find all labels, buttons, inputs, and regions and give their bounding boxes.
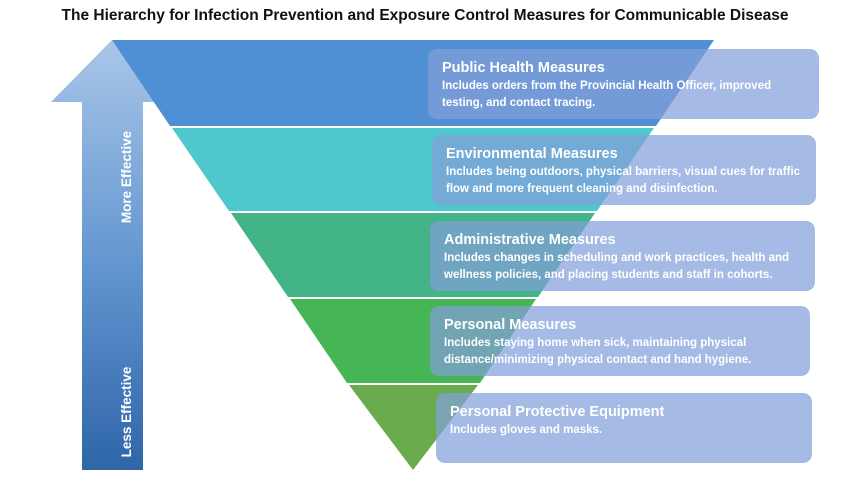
less-effective-label: Less Effective <box>119 366 134 458</box>
level-box-public-health: Public Health Measures Includes orders f… <box>428 49 819 119</box>
level-description: Includes staying home when sick, maintai… <box>444 337 752 366</box>
level-description: Includes changes in scheduling and work … <box>444 252 790 281</box>
level-title: Environmental Measures <box>446 146 618 162</box>
level-box-administrative: Administrative Measures Includes changes… <box>430 221 815 291</box>
level-box-personal: Personal Measures Includes staying home … <box>430 306 810 376</box>
level-description: Includes orders from the Provincial Heal… <box>442 80 772 109</box>
level-title: Personal Measures <box>444 317 577 333</box>
level-title: Administrative Measures <box>444 232 616 248</box>
level-description: Includes being outdoors, physical barrie… <box>446 166 801 195</box>
level-box-environmental: Environmental Measures Includes being ou… <box>432 135 816 205</box>
level-description: Includes gloves and masks. <box>450 424 603 436</box>
more-effective-label: More Effective <box>119 130 134 224</box>
level-title: Public Health Measures <box>442 60 605 76</box>
level-box-ppe: Personal Protective Equipment Includes g… <box>436 393 812 463</box>
diagram-title: The Hierarchy for Infection Prevention a… <box>61 7 789 24</box>
effectiveness-arrow <box>51 40 173 470</box>
level-title: Personal Protective Equipment <box>450 404 665 420</box>
